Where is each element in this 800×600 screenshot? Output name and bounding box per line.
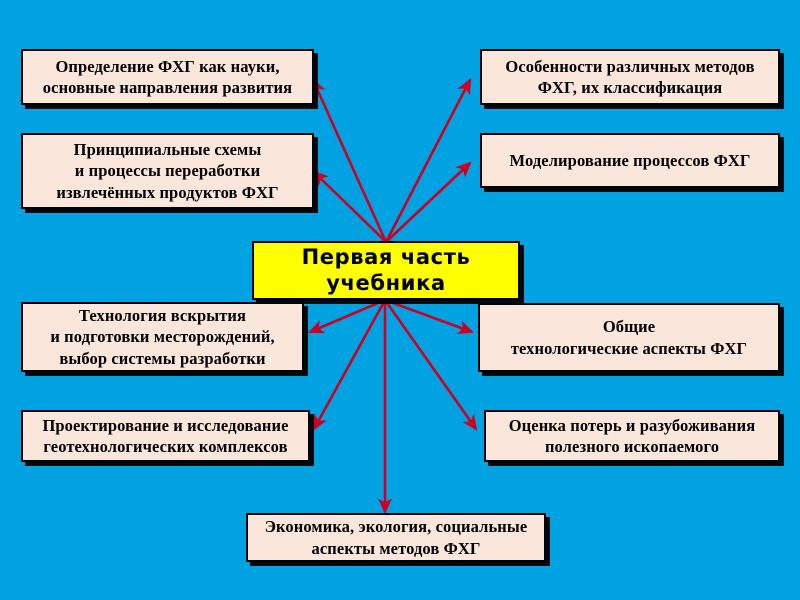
node-features-label: Особенности различных методов ФХГ, их кл… xyxy=(505,56,755,97)
node-economics[interactable]: Экономика, экология, социальные аспекты … xyxy=(246,513,546,562)
node-design[interactable]: Проектирование и исследование геотехноло… xyxy=(21,410,310,462)
node-definition[interactable]: Определение ФХГ как науки, основные напр… xyxy=(21,49,314,105)
node-features[interactable]: Особенности различных методов ФХГ, их кл… xyxy=(480,49,780,105)
node-definition-label: Определение ФХГ как науки, основные напр… xyxy=(42,56,293,97)
node-center-topic[interactable]: Первая часть учебника xyxy=(252,241,520,300)
node-modeling-label: Моделирование процессов ФХГ xyxy=(509,150,751,170)
node-losses[interactable]: Оценка потерь и разубоживания полезного … xyxy=(484,410,780,462)
node-technology[interactable]: Технология вскрытия и подготовки месторо… xyxy=(21,302,304,372)
arrow-to-design xyxy=(312,299,387,431)
node-modeling[interactable]: Моделирование процессов ФХГ xyxy=(480,133,780,188)
node-design-label: Проектирование и исследование геотехноло… xyxy=(42,415,289,456)
node-economics-label: Экономика, экология, социальные аспекты … xyxy=(264,517,528,558)
node-schemes-label: Принципиальные схемы и процессы перерабо… xyxy=(56,140,279,202)
arrow-to-definition xyxy=(311,78,388,243)
arrow-to-aspects xyxy=(384,298,474,334)
node-technology-label: Технология вскрытия и подготовки месторо… xyxy=(50,306,275,368)
node-losses-label: Оценка потерь и разубоживания полезного … xyxy=(508,415,756,456)
node-aspects-label: Общие технологические аспекты ФХГ xyxy=(510,317,748,358)
arrow-to-schemes xyxy=(312,170,387,243)
node-center-label: Первая часть учебника xyxy=(301,244,471,295)
arrow-to-features xyxy=(384,78,472,243)
arrow-to-losses xyxy=(383,299,478,431)
arrow-to-technology xyxy=(308,298,386,334)
node-aspects[interactable]: Общие технологические аспекты ФХГ xyxy=(478,303,780,372)
arrow-to-modeling xyxy=(385,161,472,243)
node-schemes[interactable]: Принципиальные схемы и процессы перерабо… xyxy=(21,133,314,209)
